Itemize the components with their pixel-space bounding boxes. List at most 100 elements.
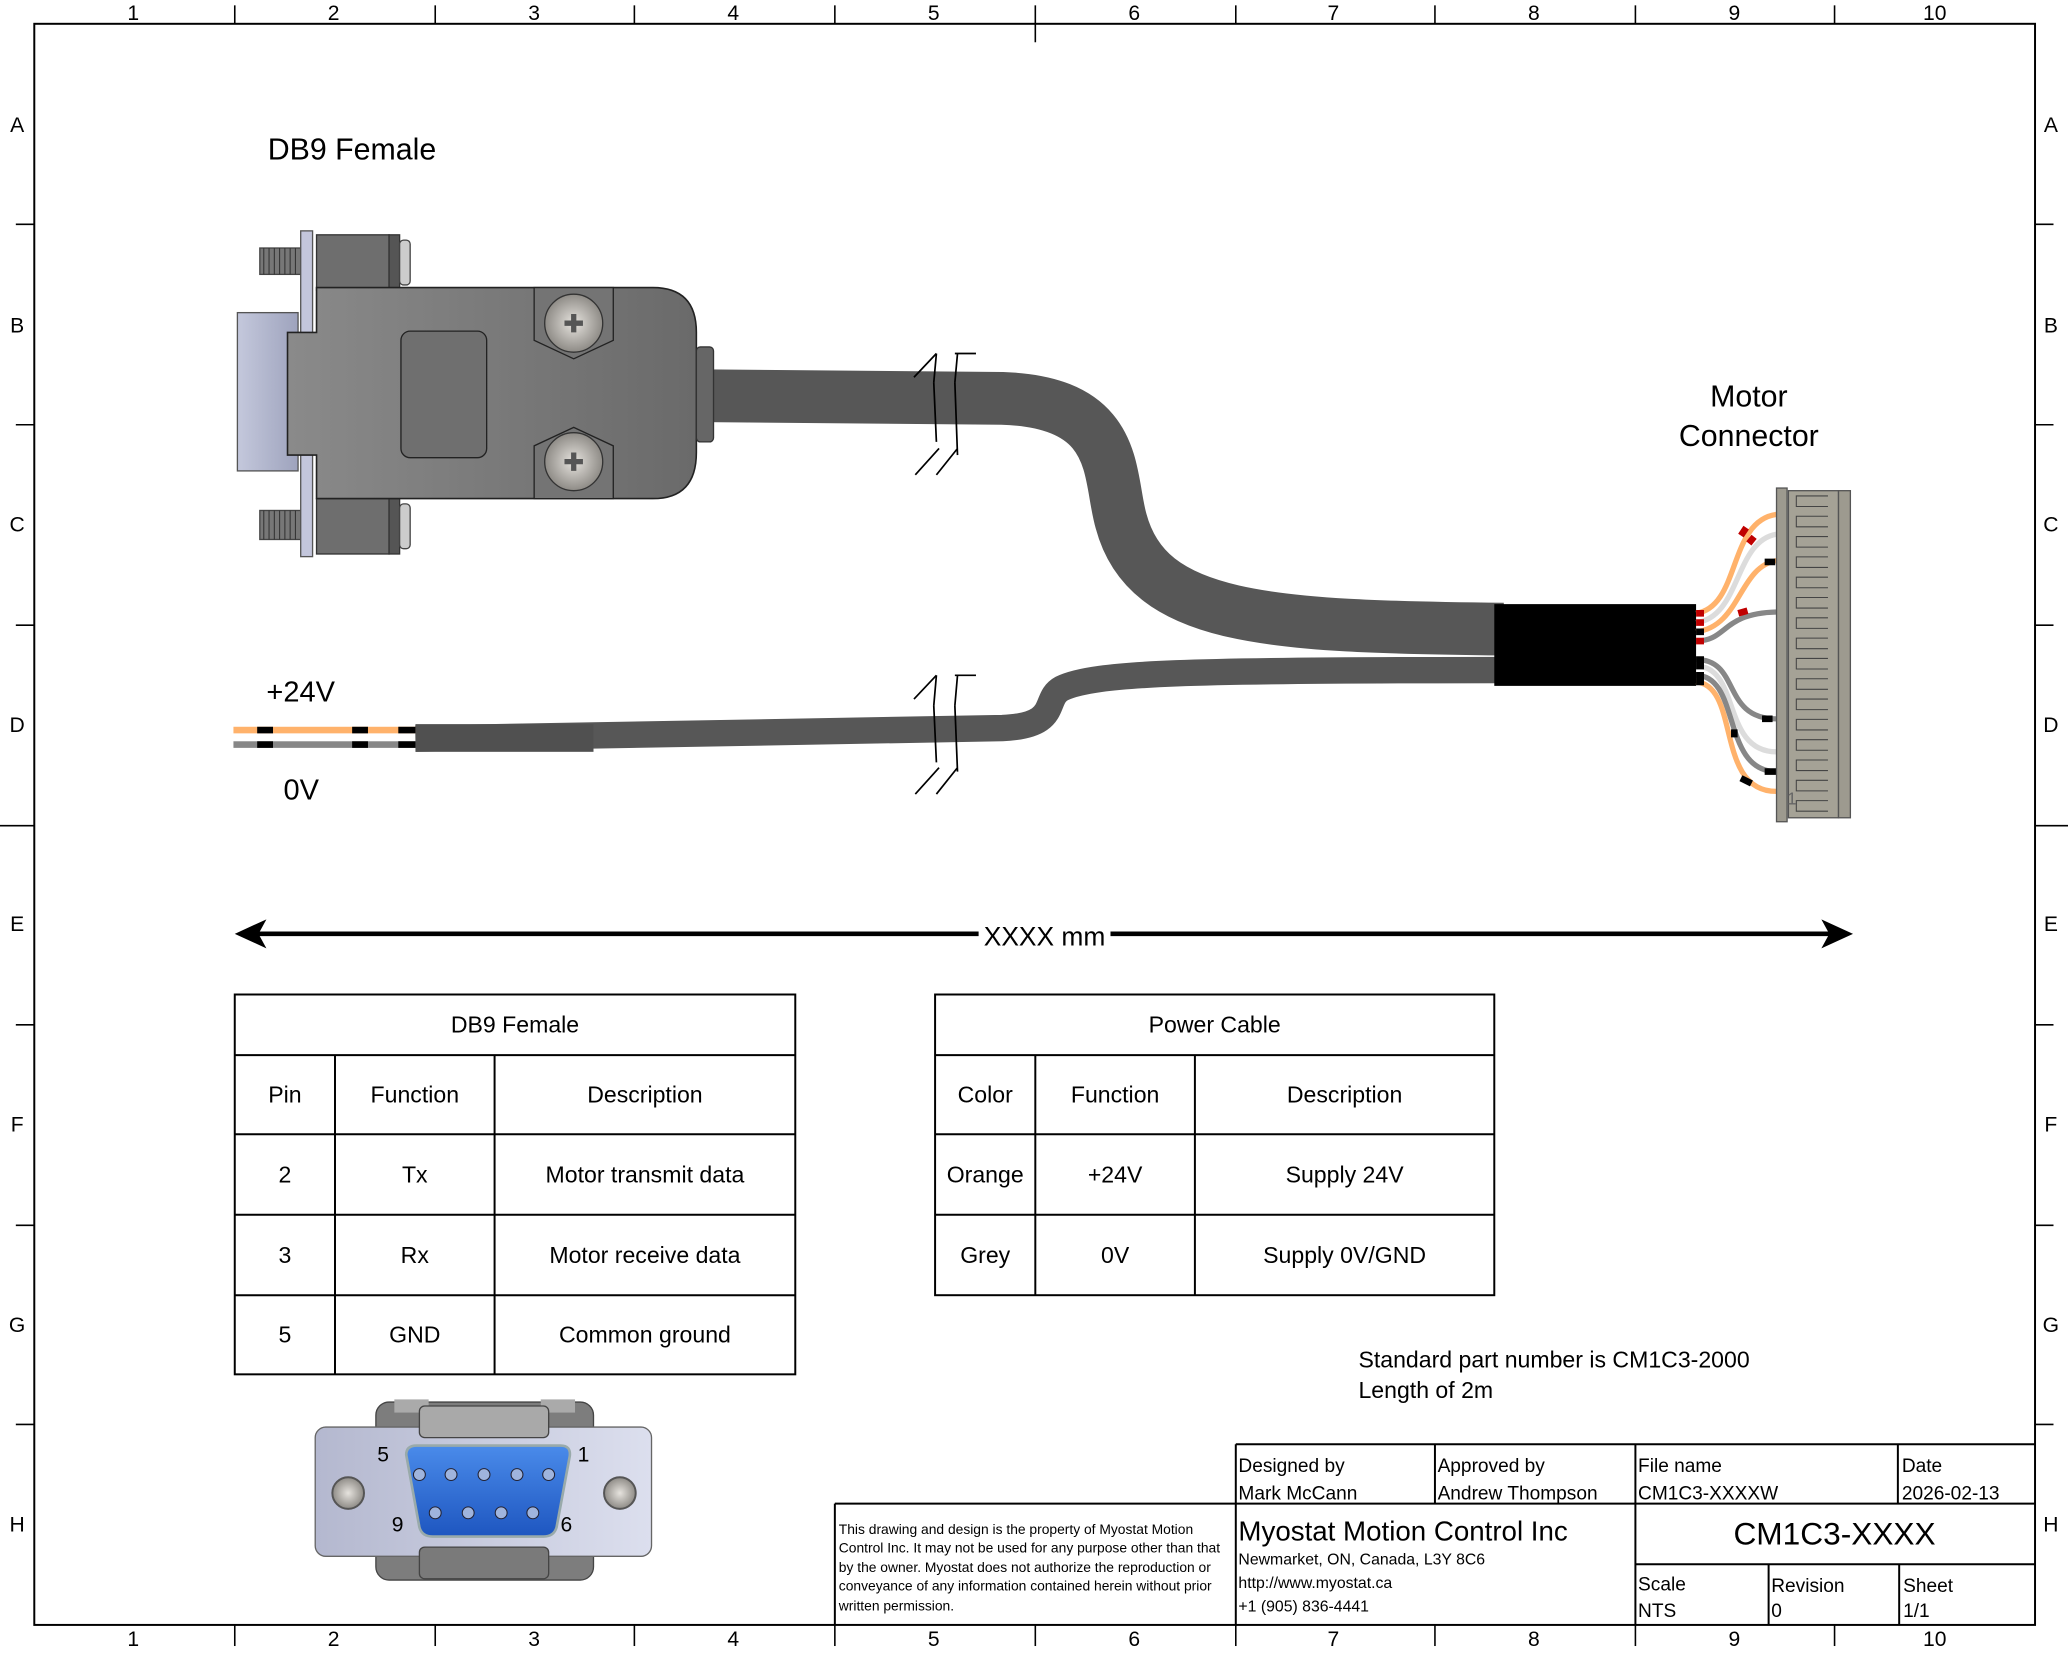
column-label: 1 [127,2,139,25]
row-label: B [2044,314,2058,337]
table-cell: Rx [401,1242,430,1268]
column-label: 5 [928,1628,940,1651]
pin-1-label: 1 [578,1443,590,1466]
table-cell: Grey [960,1242,1010,1268]
disclaimer-line: Control Inc. It may not be used for any … [839,1539,1220,1555]
row-label: D [2043,714,2058,737]
row-label: H [2043,1513,2058,1536]
column-label: 2 [328,2,340,25]
part-number-title: CM1C3-XXXX [1733,1515,1935,1551]
sheet-label: Sheet [1903,1576,1954,1597]
plus24v-label: +24V [266,677,335,709]
company-website[interactable]: http://www.myostat.ca [1238,1575,1392,1592]
approved-by-label: Approved by [1438,1456,1546,1477]
db9-connector-side-view [236,230,715,558]
row-label: F [2044,1114,2057,1137]
column-label: 9 [1728,1628,1740,1651]
column-label: 1 [127,1628,139,1651]
table-title: DB9 Female [451,1012,579,1038]
row-label: E [2044,913,2058,936]
power-cable [415,656,1504,752]
disclaimer-line: conveyance of any information contained … [839,1578,1212,1594]
table-cell: Motor receive data [549,1242,740,1268]
title-block-text: Designed by Mark McCann Approved by Andr… [838,1456,2000,1622]
row-label: C [10,514,25,537]
power-wires [233,726,416,748]
cable-break-marks [913,352,976,795]
db9-cable [705,369,1504,656]
part-number-note: Standard part number is CM1C3-2000 [1358,1347,1749,1373]
row-label: E [10,913,24,936]
table-header: Function [1071,1082,1160,1108]
motor-connector-wires [1695,511,1778,795]
table-header: Description [1287,1082,1402,1108]
row-label: G [9,1314,25,1337]
approved-by-value: Andrew Thompson [1438,1484,1598,1505]
column-label: 10 [1923,2,1946,25]
pin-9-label: 9 [392,1513,404,1536]
table-cell: +24V [1088,1161,1143,1187]
column-label: 3 [528,1628,540,1651]
disclaimer-line: This drawing and design is the property … [839,1521,1193,1537]
table-header: Color [958,1082,1013,1108]
revision-value: 0 [1771,1601,1782,1622]
table-cell: 0V [1101,1242,1130,1268]
column-label: 8 [1528,1628,1540,1651]
column-label: 2 [328,1628,340,1651]
table-cell: GND [389,1322,440,1348]
column-label: 9 [1728,2,1740,25]
table-cell: Motor transmit data [546,1161,745,1187]
date-value: 2026-02-13 [1902,1484,2000,1505]
table-header: Function [371,1082,460,1108]
column-label: 7 [1328,1628,1340,1651]
column-label: 10 [1923,1628,1946,1651]
table-header: Pin [268,1082,301,1108]
row-label: C [2043,514,2058,537]
column-label: 4 [727,1628,739,1651]
row-label: G [2043,1314,2059,1337]
cable-overmold [1494,604,1697,686]
column-label: 6 [1128,2,1140,25]
db9-connector-face-view: 5 1 9 6 [314,1399,653,1581]
row-label: F [11,1114,24,1137]
motor-connector-label-line2: Connector [1679,420,1819,453]
file-name-value: CM1C3-XXXXW [1638,1484,1778,1505]
row-label: B [10,314,24,337]
column-label: 5 [928,2,940,25]
company-name: Myostat Motion Control Inc [1238,1516,1567,1547]
dimension-label: XXXX mm [984,922,1106,952]
column-label: 8 [1528,2,1540,25]
designed-by-value: Mark McCann [1238,1484,1357,1505]
column-label: 3 [528,2,540,25]
file-name-label: File name [1638,1456,1722,1477]
pin-6-label: 6 [561,1513,573,1536]
table-cell: Tx [402,1161,428,1187]
pin-5-label: 5 [377,1443,389,1466]
sheet-value: 1/1 [1903,1601,1930,1622]
designed-by-label: Designed by [1238,1456,1345,1477]
motor-connector-label-line1: Motor [1710,380,1788,413]
table-header: Description [587,1082,702,1108]
title-block [833,1443,2036,1625]
row-label: A [2044,114,2059,137]
zero-volt-label: 0V [284,774,320,806]
table-cell: Common ground [559,1322,731,1348]
arrow-right-icon [1821,919,1854,949]
table-cell: Orange [947,1161,1024,1187]
db9-connector-label: DB9 Female [268,134,437,167]
arrow-left-icon [234,919,267,949]
table-cell: 5 [278,1322,291,1348]
disclaimer-line: written permission. [838,1597,954,1613]
table-cell: 3 [278,1242,291,1268]
orange-wire [233,726,416,734]
grey-wire [233,741,416,748]
column-label: 4 [727,2,739,25]
revision-label: Revision [1771,1576,1844,1597]
row-label: D [10,714,25,737]
length-note: Length of 2m [1358,1377,1493,1403]
motor-pin1-label: 1 [1787,789,1797,809]
